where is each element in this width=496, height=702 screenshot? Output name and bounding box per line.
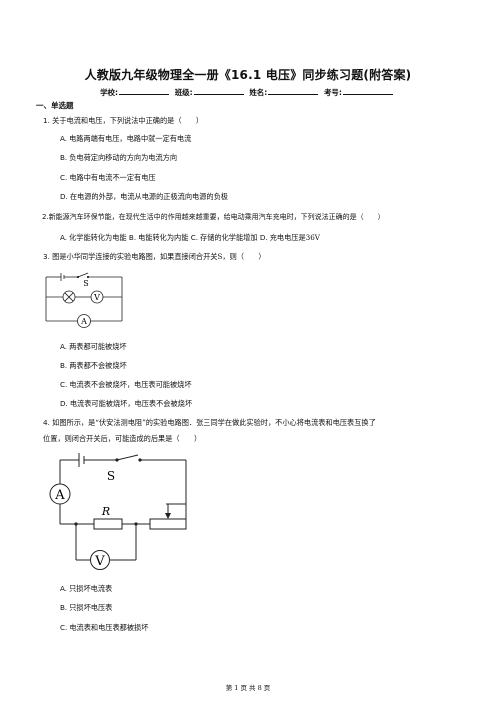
school-blank[interactable] — [119, 87, 170, 95]
question-2-option-d: D.充电电压是36V — [259, 233, 320, 242]
switch-label: S — [83, 279, 88, 288]
question-3-circuit-figure: V A S — [45, 272, 123, 328]
question-2-option-c: C.存储的化学能增加 — [190, 233, 258, 242]
question-4-option-a: A.只损坏电流表 — [60, 584, 113, 593]
question-2-options: A.化学能转化为电能 B.电能转化为内能 C.存储的化学能增加 D.充电电压是3… — [60, 233, 320, 243]
voltmeter-label: V — [94, 554, 105, 569]
document-title: 人教版九年级物理全一册《16.1 电压》同步练习题(附答案) — [84, 68, 412, 82]
resistor-icon — [93, 518, 123, 530]
ammeter-label: A — [54, 488, 65, 503]
question-4-stem-continued: 位置，则闭合开关后，可能造成的后果是（ ） — [43, 434, 202, 443]
voltmeter-icon — [90, 290, 104, 304]
ammeter-icon — [77, 314, 91, 328]
section-heading: 一、单选题 — [36, 101, 74, 110]
question-2-option-a: A.化学能转化为电能 — [60, 233, 127, 242]
page-footer: 第 1 页 共 8 页 — [225, 684, 271, 692]
switch-blade — [116, 454, 139, 461]
resistor-label: R — [101, 505, 110, 518]
rheostat-slider-arrow — [165, 513, 171, 519]
question-3-option-d: D.电流表可能被烧坏，电压表不会被烧坏 — [60, 399, 193, 408]
rheostat-icon — [149, 518, 187, 530]
question-2-stem: 2.新能源汽车环保节能，在现代生活中的作用越来越重要，给电动乘用汽车充电时，下列… — [42, 213, 385, 221]
question-4-stem: 4. 如图所示，是“伏安法测电阻”的实验电路图．张三同学在做此实验时，不小心将电… — [43, 418, 376, 427]
question-3-option-c: C.电流表不会被烧坏，电压表可能被烧坏 — [60, 380, 192, 389]
question-2-option-b: B.电能转化为内能 — [128, 233, 189, 242]
class-blank[interactable] — [193, 87, 244, 95]
name-blank[interactable] — [268, 87, 319, 95]
question-1-option-c: C.电路中有电流不一定有电压 — [60, 173, 156, 182]
number-label: 考号: — [323, 88, 342, 97]
question-1-option-d: D.在电源的外部，电流从电源的正极流向电源的负极 — [60, 192, 228, 201]
question-3-option-a: A.两表都可能被烧坏 — [60, 342, 127, 351]
question-1-option-b: B.负电荷定向移动的方向为电流方向 — [60, 153, 178, 162]
question-1-option-a: A.电路两端有电压，电路中就一定有电流 — [60, 134, 192, 143]
school-label: 学校: — [100, 88, 119, 97]
question-4-circuit-figure: A V S R — [49, 453, 187, 570]
question-4-option-b: B.只损坏电压表 — [60, 603, 113, 612]
ammeter-label: A — [80, 317, 87, 326]
question-3-stem: 3. 图是小华同学连接的实验电路图，如果直接闭合开关S，则（ ） — [43, 252, 266, 261]
number-blank[interactable] — [342, 87, 393, 95]
ammeter-icon — [49, 483, 71, 505]
question-4-option-c: C.电流表和电压表都被损坏 — [60, 623, 149, 632]
student-info-line: 学校: 班级: 姓名: 考号: — [0, 87, 496, 98]
class-label: 班级: — [174, 88, 193, 97]
voltmeter-label: V — [93, 293, 100, 302]
question-3-option-b: B.两表都不会被烧坏 — [60, 361, 127, 370]
switch-label: S — [107, 469, 115, 483]
voltmeter-icon — [90, 550, 110, 570]
name-label: 姓名: — [249, 88, 268, 97]
switch-blade — [77, 272, 89, 278]
question-1-stem: 1. 关于电流和电压，下列说法中正确的是（ ） — [43, 116, 204, 125]
